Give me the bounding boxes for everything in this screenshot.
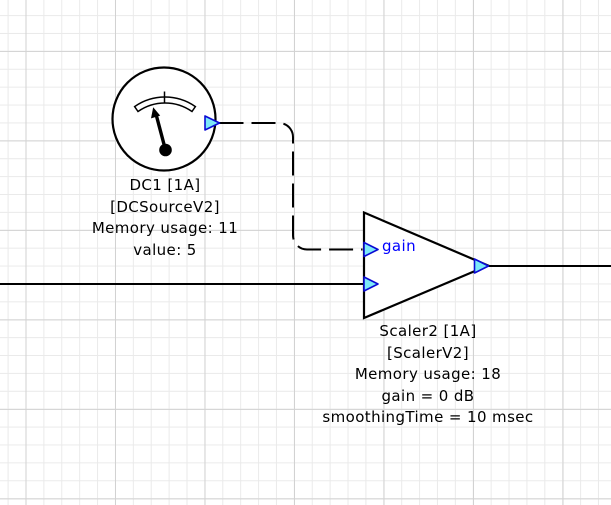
scaler2-body[interactable] — [362, 210, 491, 320]
scaler2-output-pin-icon[interactable] — [473, 258, 490, 274]
dc1-memory-label: Memory usage: 11 — [91, 219, 239, 238]
dc1-value-label: value: 5 — [133, 240, 197, 259]
scaler2-gain-label: gain = 0 dB — [381, 386, 475, 405]
meter-pivot-dot — [159, 143, 172, 157]
scaler2-input-pin-icon[interactable] — [363, 276, 379, 292]
block-scaler2[interactable] — [362, 210, 491, 320]
dc1-name-label: DC1 [1A] — [129, 176, 201, 194]
meter-scale-arc — [133, 96, 197, 113]
meter-needle-arrowhead-icon — [151, 107, 161, 119]
scaler2-name-label: Scaler2 [1A] — [379, 322, 477, 340]
scaler2-gain-pin-icon[interactable] — [363, 241, 379, 258]
dc1-output-pin-icon[interactable] — [204, 115, 221, 131]
scaler2-smoothing-label: smoothingTime = 10 msec — [322, 408, 534, 427]
wire-dc1-to-gain-dashed[interactable] — [219, 122, 363, 251]
dc1-label-block: DC1 [1A] [DCSourceV2] Memory usage: 11 v… — [45, 175, 285, 261]
meter-icon[interactable] — [111, 66, 217, 172]
scaler2-type-label: [ScalerV2] — [386, 343, 470, 362]
scaler2-gain-pin-label: gain — [382, 237, 416, 255]
block-dc1[interactable] — [111, 66, 221, 172]
scaler2-label-block: Scaler2 [1A] [ScalerV2] Memory usage: 18… — [288, 321, 568, 429]
scaler2-memory-label: Memory usage: 18 — [354, 365, 502, 384]
dc1-type-label: [DCSourceV2] — [110, 197, 220, 216]
